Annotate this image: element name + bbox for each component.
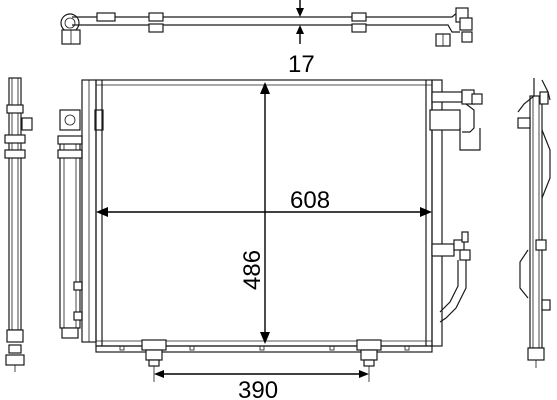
height-dimension-label: 486 (239, 250, 266, 290)
receiver-tank-view (57, 79, 104, 343)
height-dimension: 486 (239, 82, 270, 344)
mount-spacing-dimension-label: 390 (238, 377, 278, 400)
width-dimension-label: 608 (290, 187, 330, 214)
depth-dimension-label: 17 (288, 51, 315, 78)
width-dimension: 608 (96, 187, 432, 217)
right-side-view (517, 78, 551, 368)
left-side-view (4, 77, 33, 372)
mount-spacing-dimension: 390 (153, 366, 370, 400)
condenser-front-view (95, 79, 483, 367)
top-view: 17 (60, 0, 473, 78)
